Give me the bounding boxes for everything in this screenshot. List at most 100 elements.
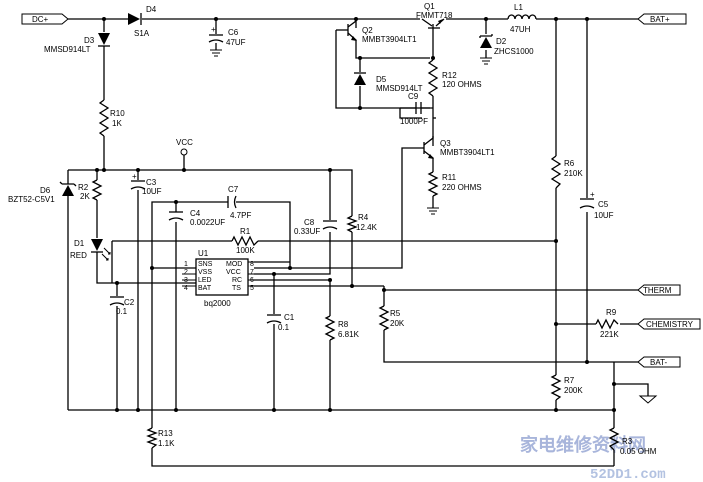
c6-plus: + xyxy=(211,25,216,34)
q3-value: MMBT3904LT1 xyxy=(440,148,495,157)
r9-ref: R9 xyxy=(606,308,617,317)
r5-ref: R5 xyxy=(390,309,401,318)
q1-ref: Q1 xyxy=(424,2,435,11)
connector-dc-in: DC+ xyxy=(21,13,69,25)
c9-value: 1000PF xyxy=(400,117,428,126)
ground-icon xyxy=(210,49,222,57)
u1-pin-4-num: 4 xyxy=(184,285,188,292)
zener-d6: D6 BZT52-C5V1 xyxy=(8,181,77,204)
ic-u1: U1 bq2000 1 SNS 2 VSS 3 LED 4 BAT MOD 8 … xyxy=(182,249,256,308)
u1-pin-2-name: VSS xyxy=(198,269,212,276)
r3-value: 0.05 OHM xyxy=(620,447,657,456)
u1-pin-5-name: TS xyxy=(232,285,241,292)
r8-ref: R8 xyxy=(338,320,349,329)
c7-value: 4.7PF xyxy=(230,211,251,220)
resistor-r5: R5 20K xyxy=(378,305,405,331)
capacitor-c5: + C5 10UF xyxy=(579,190,614,220)
capacitor-c8: C8 0.33UF xyxy=(294,218,338,236)
d1-ref: D1 xyxy=(74,239,85,248)
connector-chemistry: CHEMISTRY xyxy=(637,318,701,330)
u1-pin-4-name: BAT xyxy=(198,285,212,292)
c3-ref: C3 xyxy=(146,178,157,187)
r11-value: 220 OHMS xyxy=(442,183,482,192)
resistor-r13: R13 1.1K xyxy=(146,427,175,449)
u1-pin-8-name: MOD xyxy=(226,261,242,268)
resistor-r1: R1 100K xyxy=(231,227,259,255)
c6-value: 47UF xyxy=(226,38,246,47)
u1-pin-2-num: 2 xyxy=(184,269,188,276)
resistor-r3: R3 0.05 OHM xyxy=(608,427,657,456)
u1-ref: U1 xyxy=(198,249,209,258)
u1-part: bq2000 xyxy=(204,299,231,308)
connector-dc-in-label: DC+ xyxy=(32,15,49,24)
ground-icon xyxy=(638,395,658,404)
r1-value: 100K xyxy=(236,246,255,255)
c2-value: 0.1 xyxy=(116,307,128,316)
u1-pin-6-name: RC xyxy=(232,277,242,284)
resistor-r12: R12 120 OHMS xyxy=(427,59,482,97)
transistor-q1: Q1 FMMT718 xyxy=(416,2,453,29)
junction-dots xyxy=(95,17,616,412)
c3-value: 10UF xyxy=(142,187,162,196)
r13-ref: R13 xyxy=(158,429,173,438)
connector-therm-label: THERM xyxy=(643,286,672,295)
c4-ref: C4 xyxy=(190,209,201,218)
connector-bat-pos-label: BAT+ xyxy=(650,15,670,24)
ground-icon xyxy=(480,57,492,65)
d1-value: RED xyxy=(70,251,87,260)
d5-ref: D5 xyxy=(376,75,387,84)
inductor-l1: L1 47UH xyxy=(507,3,537,34)
r8-value: 6.81K xyxy=(338,330,360,339)
r2-ref: R2 xyxy=(78,183,89,192)
watermark-url: 52DD1.com xyxy=(590,467,666,482)
c5-value: 10UF xyxy=(594,211,614,220)
capacitor-c2: C2 0.1 xyxy=(109,296,135,316)
diode-d3: D3 MMSD914LT xyxy=(44,33,110,54)
l1-ref: L1 xyxy=(514,3,523,12)
u1-pin-7-num: 7 xyxy=(250,269,254,276)
r10-ref: R10 xyxy=(110,109,125,118)
capacitor-c7: C7 4.7PF xyxy=(227,185,251,220)
wires xyxy=(67,18,649,467)
connector-chemistry-label: CHEMISTRY xyxy=(646,320,694,329)
c2-ref: C2 xyxy=(124,298,135,307)
r12-value: 120 OHMS xyxy=(442,80,482,89)
capacitor-c6: + C6 47UF xyxy=(208,25,246,47)
c5-ref: C5 xyxy=(598,200,609,209)
connector-bat-pos: BAT+ xyxy=(637,13,687,25)
r6-ref: R6 xyxy=(564,159,575,168)
resistor-r6: R6 210K xyxy=(550,155,583,189)
d6-ref: D6 xyxy=(40,186,51,195)
r7-ref: R7 xyxy=(564,376,575,385)
r10-value: 1K xyxy=(112,119,122,128)
capacitor-c9: C9 1000PF xyxy=(400,92,433,126)
r1-ref: R1 xyxy=(240,227,251,236)
d5-value: MMSD914LT xyxy=(376,84,423,93)
connector-therm: THERM xyxy=(637,284,681,296)
l1-value: 47UH xyxy=(510,25,531,34)
c3-plus: + xyxy=(132,172,137,181)
transistor-q3: Q3 MMBT3904LT1 xyxy=(422,136,495,164)
connector-bat-neg: BAT- xyxy=(637,356,681,368)
resistor-r11: R11 220 OHMS xyxy=(427,171,482,197)
resistor-r10: R10 1K xyxy=(98,99,125,137)
c8-ref: C8 xyxy=(304,218,315,227)
d6-value: BZT52-C5V1 xyxy=(8,195,55,204)
q1-value: FMMT718 xyxy=(416,11,453,20)
diode-d5: D5 MMSD914LT xyxy=(354,72,423,93)
r7-value: 200K xyxy=(564,386,583,395)
d4-value: S1A xyxy=(134,29,150,38)
d3-value: MMSD914LT xyxy=(44,45,91,54)
diode-d4: D4 S1A xyxy=(128,5,157,38)
r12-ref: R12 xyxy=(442,71,457,80)
q2-ref: Q2 xyxy=(362,26,373,35)
ground-icon xyxy=(427,207,439,215)
resistor-r9: R9 221K xyxy=(595,308,619,339)
c5-plus: + xyxy=(590,190,595,199)
r9-value: 221K xyxy=(600,330,619,339)
resistor-r7: R7 200K xyxy=(550,374,583,401)
u1-pin-8-num: 8 xyxy=(250,261,254,268)
vcc-label: VCC xyxy=(176,138,193,147)
transistor-q2: Q2 MMBT3904LT1 xyxy=(346,19,417,48)
q3-ref: Q3 xyxy=(440,139,451,148)
